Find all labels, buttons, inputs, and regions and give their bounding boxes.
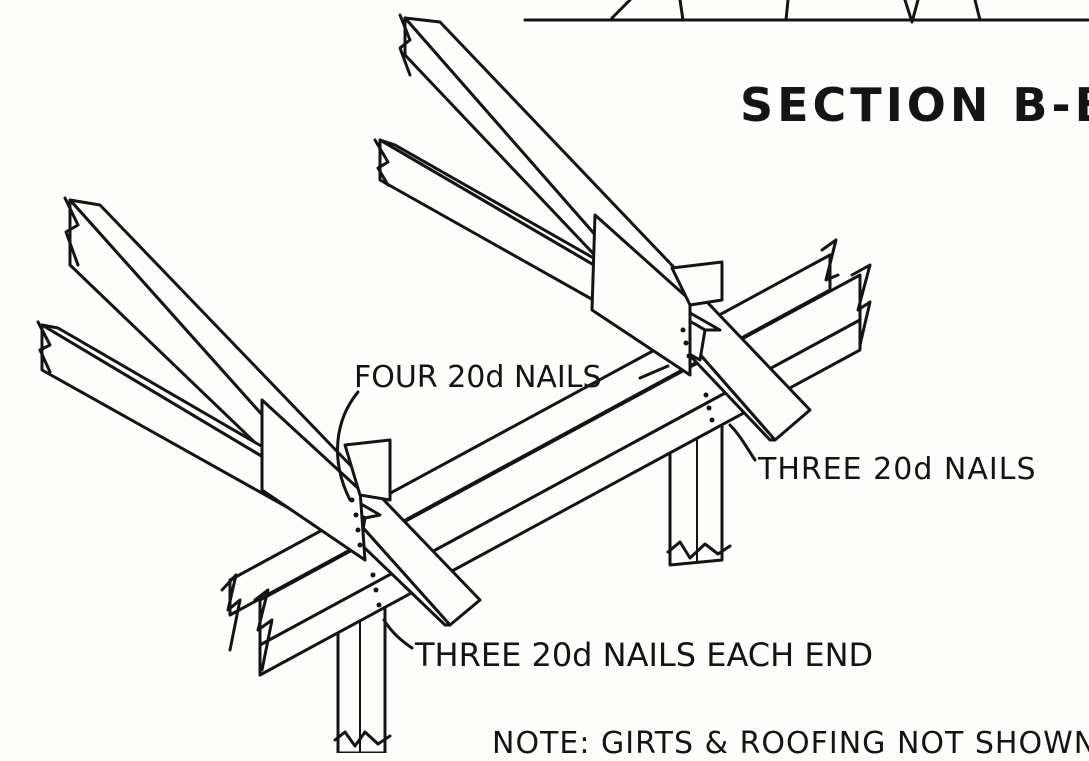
- nail-dots: [349, 327, 715, 608]
- note-text: NOTE: GIRTS & ROOFING NOT SHOWN: [492, 726, 1089, 761]
- gusset-plate-back: [590, 213, 724, 377]
- section-title: SECTION B-B: [740, 78, 1089, 132]
- section-ground-line: [523, 0, 1089, 24]
- label-four-nails: FOUR 20d NAILS: [354, 360, 602, 395]
- label-three-nails: THREE 20d NAILS: [758, 452, 1037, 487]
- gusset-plate-front: [260, 398, 392, 562]
- leader-lines: [336, 364, 757, 650]
- label-three-nails-each-end: THREE 20d NAILS EACH END: [415, 636, 874, 674]
